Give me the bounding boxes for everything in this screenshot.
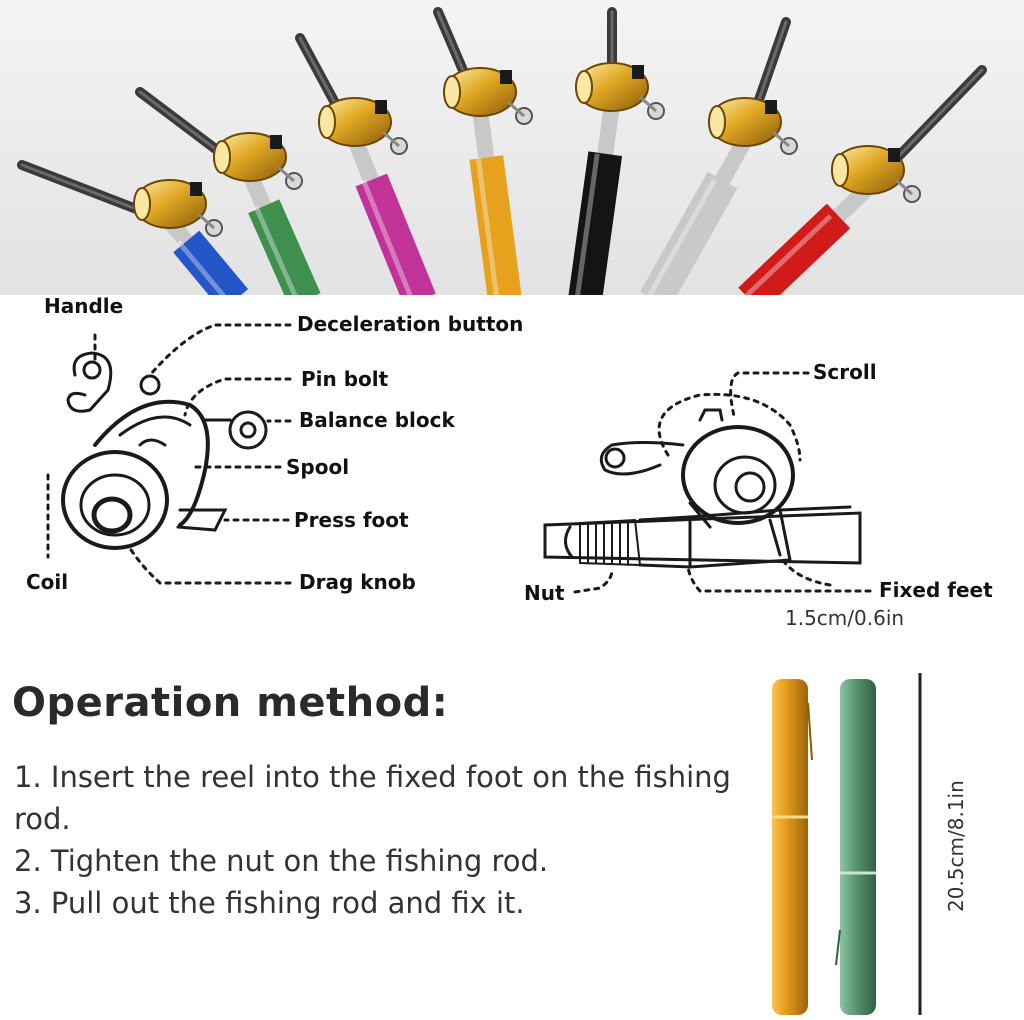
rod-handle-3 <box>355 173 436 295</box>
label-spool: Spool <box>286 455 350 479</box>
rod-handle-2 <box>248 199 321 295</box>
rod-handle-7 <box>738 203 851 295</box>
mounted-reel-drawing <box>543 408 862 569</box>
label-deceleration-button: Deceleration button <box>297 312 524 336</box>
rod-handle-5 <box>568 151 623 295</box>
label-handle: Handle <box>44 294 124 318</box>
side-reel-drawing <box>61 351 268 550</box>
rod-handle-4 <box>469 155 522 295</box>
operation-heading: Operation method: <box>12 680 449 726</box>
width-dimension: 1.5cm/0.6in <box>785 606 905 630</box>
label-balance-block: Balance block <box>299 408 455 432</box>
label-coil: Coil <box>26 570 69 594</box>
label-drag-knob: Drag knob <box>299 570 416 594</box>
reel-diagram <box>46 323 872 594</box>
label-pin-bolt: Pin bolt <box>301 367 389 391</box>
label-scroll: Scroll <box>813 360 877 384</box>
rod-handle-1 <box>173 230 249 295</box>
product-photo <box>0 0 1024 295</box>
label-press-foot: Press foot <box>294 508 409 532</box>
height-dimension: 20.5cm/8.1in <box>944 780 968 912</box>
label-nut: Nut <box>524 581 565 605</box>
closed-pen-rods <box>772 673 922 1015</box>
step-2: 2. Tighten the nut on the fishing rod. <box>14 844 549 878</box>
step-3: 3. Pull out the fishing rod and fix it. <box>14 886 525 920</box>
operation-steps: 1. Insert the reel into the fixed foot o… <box>14 756 774 924</box>
rod-handle-6 <box>640 171 738 295</box>
label-fixed-feet: Fixed feet <box>879 578 993 602</box>
step-1: 1. Insert the reel into the fixed foot o… <box>14 760 731 836</box>
